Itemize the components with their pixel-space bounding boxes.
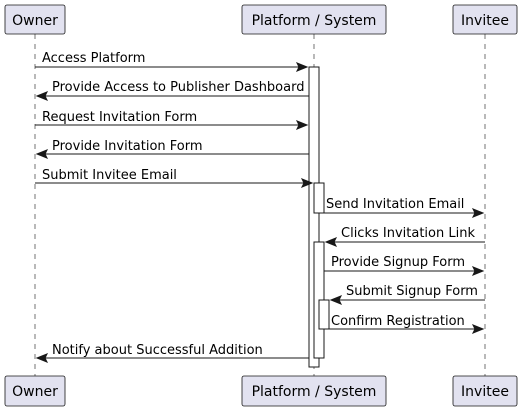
participant-label: Platform / System — [252, 13, 377, 29]
platform-activation-confirm — [318, 299, 330, 330]
message-label: Confirm Registration — [331, 314, 465, 329]
arrow-left-icon — [324, 237, 338, 247]
arrow-right-icon — [295, 120, 309, 130]
message-provide-form: Provide Invitation Form — [35, 139, 309, 159]
participant-invitee-top: Invitee — [452, 4, 518, 35]
message-access-platform: Access Platform — [35, 51, 309, 72]
message-label: Provide Invitation Form — [52, 139, 203, 154]
arrow-right-icon — [300, 178, 314, 188]
message-label: Access Platform — [42, 51, 145, 66]
arrow-left-icon — [329, 295, 343, 305]
participant-label: Owner — [12, 384, 58, 400]
participant-label: Owner — [12, 13, 58, 29]
arrow-left-icon — [35, 149, 49, 159]
message-submit-email: Submit Invitee Email — [35, 168, 314, 188]
message-label: Send Invitation Email — [326, 197, 464, 212]
message-request-form: Request Invitation Form — [35, 110, 309, 130]
participant-label: Platform / System — [252, 384, 377, 400]
message-clicks-link: Clicks Invitation Link — [324, 226, 485, 247]
message-submit-signup: Submit Signup Form — [329, 284, 485, 305]
participant-owner-bottom: Owner — [4, 375, 66, 407]
message-label: Request Invitation Form — [42, 110, 197, 125]
message-send-invitation: Send Invitation Email — [324, 197, 485, 218]
arrow-right-icon — [471, 324, 485, 334]
participant-platform-bottom: Platform / System — [241, 375, 387, 407]
message-provide-signup: Provide Signup Form — [324, 255, 485, 276]
message-label: Clicks Invitation Link — [341, 226, 475, 241]
participant-owner-top: Owner — [4, 4, 66, 35]
participant-platform-top: Platform / System — [241, 4, 387, 35]
message-provide-access: Provide Access to Publisher Dashboard — [35, 80, 309, 101]
message-label: Provide Signup Form — [331, 255, 465, 270]
arrow-right-icon — [471, 208, 485, 218]
arrow-left-icon — [35, 353, 49, 363]
participant-label: Invitee — [461, 13, 509, 29]
message-confirm-registration: Confirm Registration — [329, 314, 485, 334]
participant-label: Invitee — [461, 384, 509, 400]
message-notify-addition: Notify about Successful Addition — [35, 343, 309, 363]
arrow-right-icon — [295, 62, 309, 72]
arrow-left-icon — [35, 91, 49, 101]
participant-invitee-bottom: Invitee — [452, 375, 518, 407]
message-label: Notify about Successful Addition — [52, 343, 263, 358]
message-label: Submit Invitee Email — [42, 168, 177, 183]
arrow-right-icon — [471, 266, 485, 276]
platform-activation-main — [308, 66, 320, 368]
message-label: Submit Signup Form — [346, 284, 478, 299]
message-label: Provide Access to Publisher Dashboard — [52, 80, 304, 95]
platform-activation-send — [313, 182, 325, 214]
